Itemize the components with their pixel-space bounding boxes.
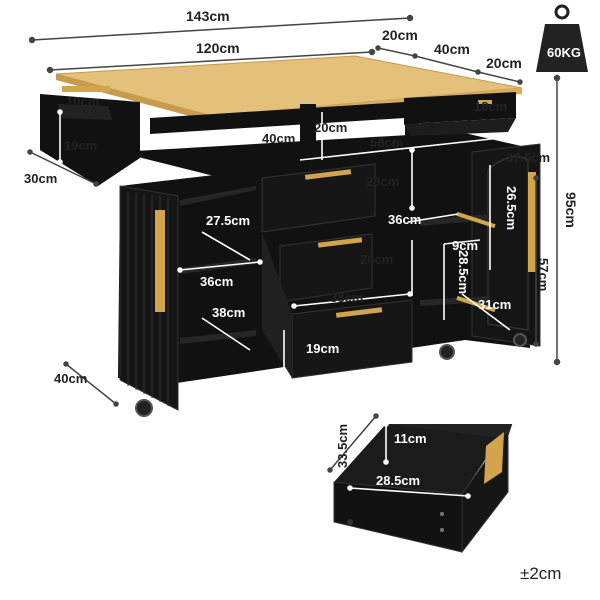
right-lower-depth-label: 31cm bbox=[478, 297, 512, 312]
weight-icon bbox=[536, 4, 588, 72]
rack-height-label: 19cm bbox=[64, 138, 98, 153]
overall-width-label: 143cm bbox=[186, 8, 230, 24]
drawer3-width-label: 38cm bbox=[330, 290, 364, 305]
depth-top-label: 40cm bbox=[434, 41, 470, 57]
left-door-handle bbox=[155, 210, 165, 312]
center-width-label: 58cm bbox=[370, 135, 404, 150]
left-door bbox=[119, 185, 179, 411]
drawer-inner-height-label: 11cm bbox=[394, 431, 427, 446]
tolerance-note: ±2cm bbox=[520, 564, 562, 583]
drawer3-height-label: 19cm bbox=[306, 341, 340, 356]
weight-capacity-label: 60KG bbox=[547, 45, 581, 60]
caster-wheels bbox=[135, 333, 527, 417]
top-right-drawer bbox=[404, 92, 516, 136]
top-right-segment-arrows bbox=[375, 45, 523, 85]
drawer-detail-inset bbox=[333, 424, 513, 554]
right-cab-width-label: 37.5cm bbox=[506, 150, 551, 165]
total-height-arrow bbox=[553, 74, 561, 366]
drawer-detail-handle bbox=[484, 432, 504, 484]
left-shelf-depth-label: 27.5cm bbox=[206, 213, 251, 228]
ext-right-label: 20cm bbox=[486, 55, 522, 71]
drawer-depth-label: 33.5cm bbox=[335, 423, 350, 468]
drawer-inset-depth-line bbox=[327, 413, 379, 473]
rack-width-label: 10cm bbox=[66, 94, 100, 109]
right-shelf-top-label: 9cm bbox=[452, 238, 479, 253]
overall-width-arrow bbox=[28, 14, 414, 44]
drawer-right-height-label: 18cm bbox=[474, 99, 508, 114]
drawer-inner-width-label: 28.5cm bbox=[376, 473, 421, 488]
top-width-label: 120cm bbox=[196, 40, 240, 56]
inner-dimension-lines bbox=[57, 109, 511, 375]
right-shelf-height-label: 28.5cm bbox=[456, 250, 471, 295]
ext-left-label: 20cm bbox=[382, 27, 418, 43]
top-width-arrow bbox=[46, 48, 376, 74]
right-door bbox=[471, 143, 541, 347]
side-depth-label: 30cm bbox=[24, 171, 58, 186]
outer-dimension-lines bbox=[27, 149, 539, 407]
drawer2-height-label: 28cm bbox=[360, 252, 394, 267]
total-height-label: 95cm bbox=[563, 192, 579, 228]
shelf-depth-label: 40cm bbox=[262, 131, 296, 146]
right-door-handle bbox=[528, 172, 536, 272]
left-lower-depth-label: 38cm bbox=[212, 305, 246, 320]
right-inner-width-label: 36cm bbox=[388, 212, 422, 227]
drawer-inset-dimension-lines bbox=[347, 421, 471, 499]
door-height-label: 26.5cm bbox=[504, 186, 519, 231]
cabinet-height-label: 57cm bbox=[536, 258, 551, 292]
shelf-height-label: 20cm bbox=[314, 120, 348, 135]
drawer1-height-label: 28cm bbox=[366, 174, 400, 189]
base-depth-label: 40cm bbox=[54, 371, 88, 386]
towel-rack bbox=[48, 86, 112, 152]
left-inner-width-label: 36cm bbox=[200, 274, 234, 289]
